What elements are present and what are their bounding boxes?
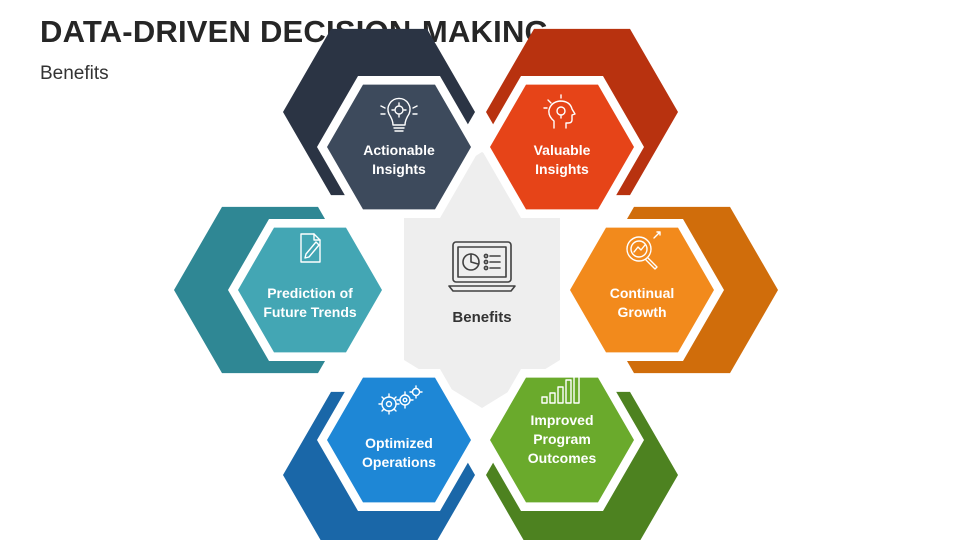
hex-label-line: Operations <box>362 454 436 470</box>
hex-inner-fill <box>490 377 634 503</box>
center-label: Benefits <box>452 309 511 326</box>
hex-label-line: Continual <box>610 285 675 301</box>
hex-prediction-future-trends: Prediction of Future Trends <box>174 206 392 374</box>
lightbulb-gear-icon <box>380 97 418 132</box>
hex-continual-growth: Continual Growth <box>560 206 778 374</box>
hex-label-line: Outcomes <box>528 450 597 466</box>
hex-label-line: Growth <box>618 304 667 320</box>
page-title: DATA-DRIVEN DECISION-MAKING <box>40 14 549 49</box>
bar-chart-icon <box>541 372 580 404</box>
hex-improved-program-outcomes: Improved Program Outcomes <box>480 369 678 540</box>
hex-label-line: Insights <box>535 161 589 177</box>
hex-inner-fill <box>238 227 382 353</box>
hex-label-line: Actionable <box>363 142 435 158</box>
hex-label-line: Program <box>533 431 591 447</box>
hex-valuable-insights: Valuable Insights <box>480 28 678 218</box>
hex-label-line: Future Trends <box>263 304 357 320</box>
laptop-chart-icon <box>448 241 516 292</box>
hex-label-line: Optimized <box>365 435 433 451</box>
hex-inner-fill <box>327 84 471 210</box>
head-idea-icon <box>543 94 576 129</box>
hex-inner-fill <box>327 377 471 503</box>
hex-label-line: Insights <box>372 161 426 177</box>
hex-inner-fill <box>570 227 714 353</box>
hex-label-line: Prediction of <box>267 285 353 301</box>
magnifier-growth-icon <box>626 231 661 270</box>
document-pen-icon <box>300 233 321 263</box>
page-subtitle: Benefits <box>40 63 109 84</box>
hex-actionable-insights: Actionable Insights <box>283 28 481 218</box>
gears-icon <box>378 385 423 415</box>
hex-label-line: Improved <box>530 412 593 428</box>
hex-inner-fill <box>490 84 634 210</box>
hex-optimized-operations: Optimized Operations <box>283 369 481 540</box>
hex-label-line: Valuable <box>534 142 591 158</box>
